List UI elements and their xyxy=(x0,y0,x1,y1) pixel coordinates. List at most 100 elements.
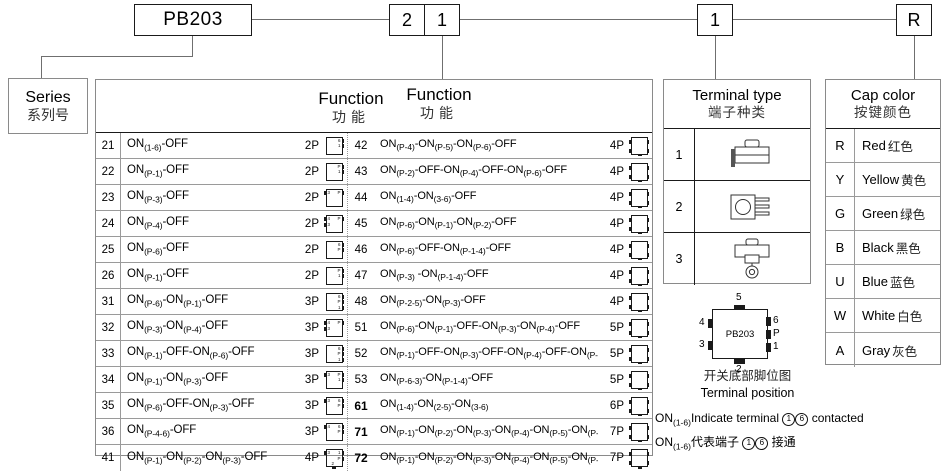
function-code: 22 xyxy=(101,165,115,178)
ring-tab-terminal-icon xyxy=(695,233,810,285)
function-code: 43 xyxy=(354,165,368,178)
function-table-header: Function 功能 Function 功能 xyxy=(96,80,652,133)
part-code-terminal-type[interactable]: 1 xyxy=(697,4,733,36)
function-code: 31 xyxy=(101,295,115,308)
pole-count: 7P xyxy=(609,452,624,464)
pole-count: 4P xyxy=(609,139,624,152)
pole-count: 2P xyxy=(304,217,319,230)
series-legend-box: Series 系列号 xyxy=(8,78,88,134)
cell-divider xyxy=(120,419,121,444)
note1-circle-2: 6 xyxy=(795,413,809,426)
cell-divider xyxy=(120,367,121,392)
cap-color-name-en: White xyxy=(862,308,896,323)
pin-icon-cell xyxy=(626,162,652,182)
function-title-2-cn: 功能 xyxy=(420,105,458,121)
function-code: 24 xyxy=(101,217,115,230)
terminal-type-code: 3 xyxy=(664,233,695,285)
pad-right-mid xyxy=(766,330,771,339)
cap-color-name-en: Yellow xyxy=(862,172,900,187)
pole-count: 4P xyxy=(609,217,624,230)
part-code-series[interactable]: PB203 xyxy=(134,4,252,36)
function-description: ON(P-1)-OFF-ON(P-3)-OFF-ON(P-4)-OFF-ON(P… xyxy=(380,346,598,361)
cap-color-code: G xyxy=(826,197,855,230)
pin-config-icon xyxy=(629,422,649,442)
cell-divider xyxy=(120,237,121,262)
function-title-1-en: Function xyxy=(318,89,384,108)
connector-pb203-horiz xyxy=(41,56,193,57)
terminal-position-caption: 开关底部脚位图 Terminal position xyxy=(660,368,835,402)
note1-mid: Indicate terminal xyxy=(690,411,779,425)
function-description: ON(P-1)-ON(P-3)-OFF xyxy=(127,372,229,387)
pin-icon-cell xyxy=(626,318,652,338)
function-description: ON(P-6)-OFF-ON(P-3)-OFF xyxy=(127,398,255,413)
terminal-type-row[interactable]: 2 xyxy=(664,181,810,233)
cap-color-name-en: Black xyxy=(862,240,894,255)
part-code-function-digit-1[interactable]: 2 xyxy=(389,4,425,36)
pole-count: 4P xyxy=(609,243,624,256)
pin-config-icon xyxy=(629,370,649,390)
note2-end: 接通 xyxy=(771,435,796,450)
function-description: ON(P-3)-ON(P-4)-OFF xyxy=(127,320,229,335)
terminal-type-row[interactable]: 3 xyxy=(664,233,810,285)
cap-color-title-cn: 按键颜色 xyxy=(854,105,912,120)
function-description: ON(1-4)-ON(3-6)-OFF xyxy=(380,190,477,205)
cell-divider xyxy=(120,341,121,366)
cap-color-name-cn: 红色 xyxy=(887,140,913,154)
pole-count: 2P xyxy=(304,165,319,178)
cap-color-code: Y xyxy=(826,163,855,196)
function-code: 42 xyxy=(354,139,368,152)
pin-config-icon xyxy=(629,136,649,156)
part-code-cap-color[interactable]: R xyxy=(896,4,932,36)
function-code: 35 xyxy=(101,399,115,412)
cap-color-name-cn: 白色 xyxy=(897,310,923,324)
cap-color-name-cn: 绿色 xyxy=(900,208,926,222)
function-description: ON(P-1)-ON(P-2)-ON(P-3)-ON(P-4)-ON(P-5)-… xyxy=(380,424,598,439)
cell-divider xyxy=(120,185,121,210)
terminal-position-caption-en: Terminal position xyxy=(700,386,795,400)
pole-count: 4P xyxy=(609,165,624,178)
function-code: 71 xyxy=(354,424,368,439)
pin-position-diagram: PB203 5 2 4 3 6 P 1 xyxy=(699,293,780,375)
pin-icon-cell xyxy=(626,344,652,364)
cap-color-name-cn: 蓝色 xyxy=(890,276,916,290)
function-description: ON(P-3)-OFF xyxy=(127,190,189,205)
cap-color-code: U xyxy=(826,265,855,298)
connector-cap-down xyxy=(914,36,915,79)
pad-right-lower xyxy=(766,343,771,352)
terminal-type-row[interactable]: 1 xyxy=(664,129,810,181)
cell-divider xyxy=(120,211,121,236)
function-title-2-en: Function xyxy=(406,85,472,104)
cell-divider xyxy=(120,133,121,158)
part-code-function-digit-2[interactable]: 1 xyxy=(424,4,460,36)
pin-icon-cell xyxy=(626,292,652,312)
pin-config-icon xyxy=(629,344,649,364)
pin-icon-cell xyxy=(626,370,652,390)
series-label-cn: 系列号 xyxy=(27,106,69,123)
pole-count: 2P xyxy=(304,139,319,152)
note1-circle-1: 1 xyxy=(782,413,796,426)
pin-config-icon xyxy=(629,162,649,182)
function-description: ON(1-4)-ON(2-5)-ON(3-6) xyxy=(380,398,489,413)
pin-icon-cell xyxy=(626,240,652,260)
pin-config-icon xyxy=(629,318,649,338)
pin-label-top: 5 xyxy=(736,292,742,303)
pin-icon-cell xyxy=(626,449,652,469)
